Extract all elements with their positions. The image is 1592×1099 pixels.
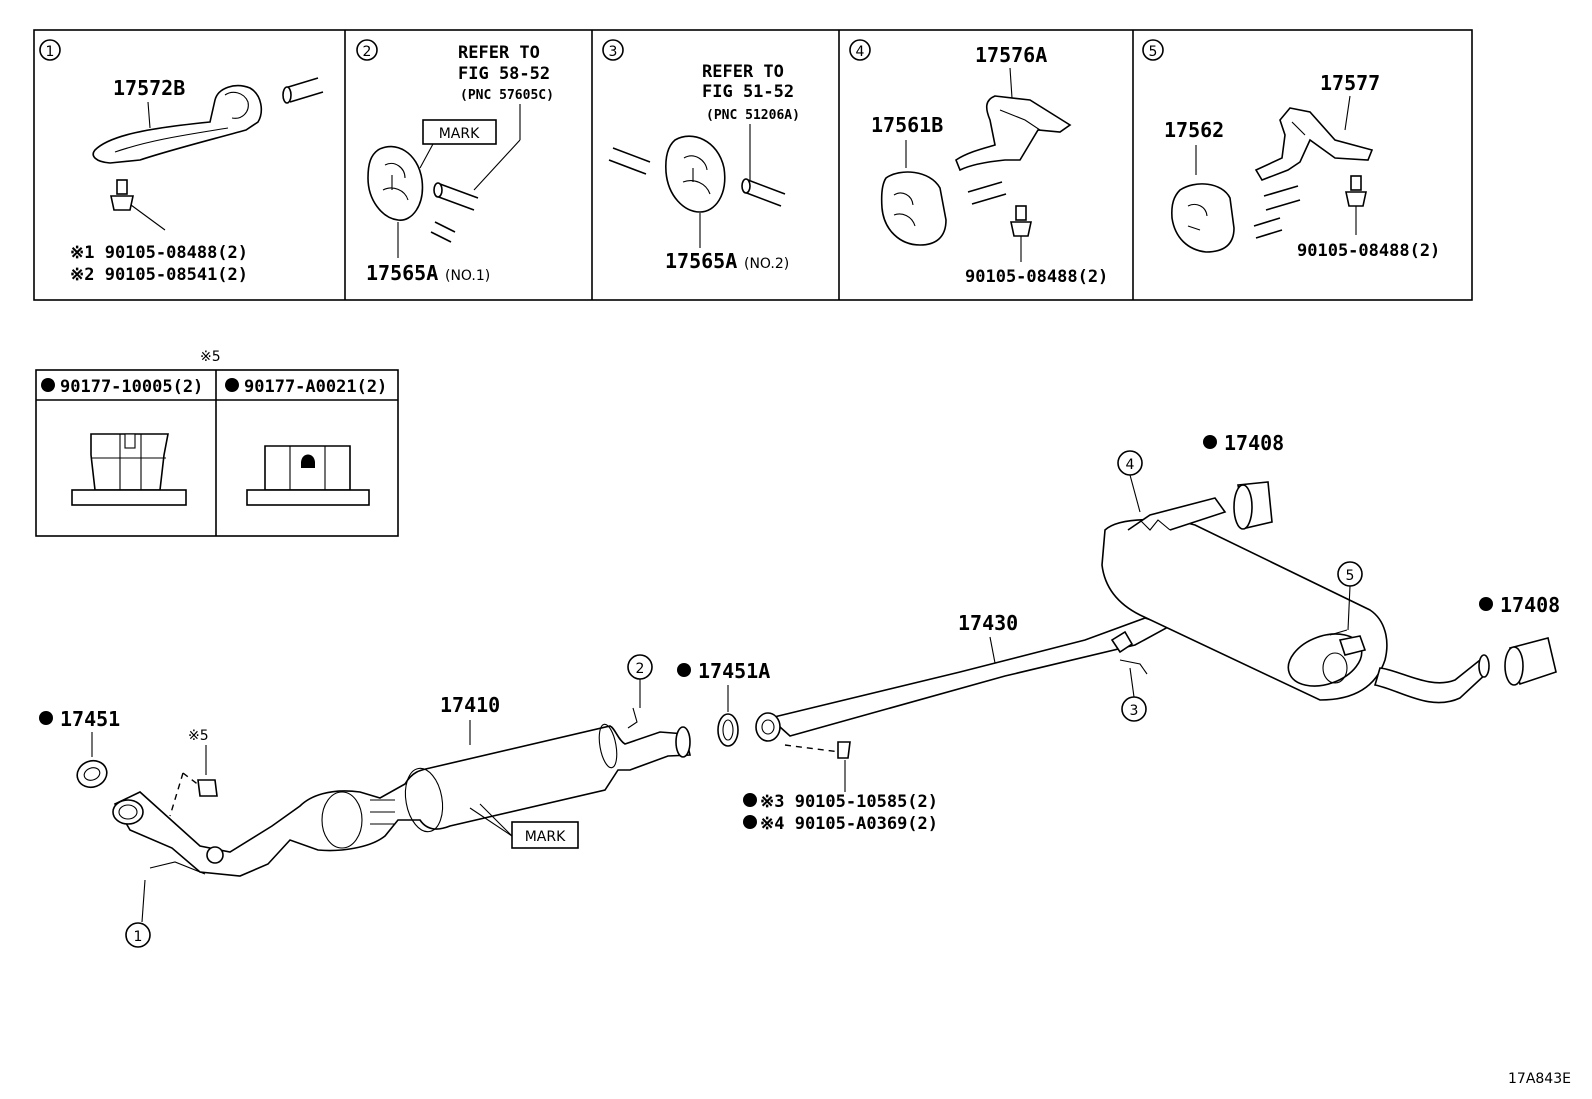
bolt-icon bbox=[110, 179, 134, 211]
part-17565a-no2-label: 17565A bbox=[665, 249, 737, 273]
svg-text:3: 3 bbox=[1130, 703, 1139, 719]
nut-note5: ※5 bbox=[169, 728, 218, 817]
part-17410-label: 17410 bbox=[440, 693, 500, 717]
main-note5: ※5 bbox=[188, 728, 209, 744]
panel-2-mark: MARK bbox=[439, 126, 480, 142]
main-bolt4: ※4 90105-A0369(2) bbox=[760, 814, 938, 834]
panel-3: 3 REFER TO FIG 51-52 (PNC 51206A) 17565A… bbox=[602, 39, 800, 273]
callout-1: 1 bbox=[125, 879, 151, 948]
gasket-17451: 17451 bbox=[39, 707, 120, 789]
panel-4-bolt: 90105-08488(2) bbox=[965, 267, 1108, 287]
panel-2-refer: REFER TO bbox=[458, 43, 540, 63]
part-17576a-label: 17576A bbox=[975, 43, 1047, 67]
bolt-icon bbox=[1345, 175, 1367, 207]
callout-2: 2 bbox=[627, 654, 653, 708]
part-17565a-no2-sub: (NO.2) bbox=[744, 256, 789, 272]
front-pipe-17410 bbox=[112, 707, 692, 877]
part-17577-label: 17577 bbox=[1320, 71, 1380, 95]
bolts-note: ※3 90105-10585(2) ※4 90105-A0369(2) bbox=[743, 760, 938, 834]
part-17408-right-label: 17408 bbox=[1500, 593, 1560, 617]
panel-5-bolt: 90105-08488(2) bbox=[1297, 241, 1440, 261]
hanger-17562 bbox=[1171, 183, 1235, 253]
bracket-17577 bbox=[1254, 107, 1374, 181]
panel-4: 4 17576A 17561B 90105-08488(2) bbox=[849, 39, 1108, 287]
part-17451a-label: 17451A bbox=[698, 659, 770, 683]
nut-table-note: ※5 bbox=[200, 349, 221, 365]
gasket-17451a: 17451A bbox=[677, 659, 770, 747]
callout-5: 5 bbox=[1337, 561, 1363, 631]
bracket-17572b bbox=[92, 84, 263, 164]
tail-pipe-17430 bbox=[755, 617, 1173, 759]
panel-3-refer: REFER TO bbox=[702, 62, 784, 82]
muffler bbox=[1101, 497, 1490, 704]
panel-5: 5 17577 17562 90105-08488(2) bbox=[1142, 39, 1440, 261]
panel-4-num: 4 bbox=[856, 44, 865, 60]
part-17562-label: 17562 bbox=[1164, 118, 1224, 142]
panel-1-bolt-2: ※2 90105-08541(2) bbox=[70, 265, 248, 285]
part-17430-label: 17430 bbox=[958, 611, 1018, 635]
hanger-17565a-no2 bbox=[665, 135, 726, 213]
panel-5-num: 5 bbox=[1149, 44, 1158, 60]
panel-1-num: 1 bbox=[46, 44, 55, 60]
main-bolt3: ※3 90105-10585(2) bbox=[760, 792, 938, 812]
nut-90177-a0021-icon bbox=[246, 445, 370, 506]
panel-1: 1 17572B ※1 90105-08488(2) ※2 90105-0854… bbox=[39, 39, 324, 285]
bracket-17576a bbox=[955, 95, 1072, 172]
svg-text:1: 1 bbox=[134, 929, 143, 945]
panel-3-num: 3 bbox=[609, 44, 618, 60]
panel-2-fig: FIG 58-52 bbox=[458, 64, 550, 84]
panel-3-fig: FIG 51-52 bbox=[702, 82, 794, 102]
nut-table: ※5 90177-10005(2) 90177-A0021(2) bbox=[35, 349, 399, 537]
figure-id: 17A843E bbox=[1508, 1071, 1571, 1087]
panel-3-pnc: (PNC 51206A) bbox=[706, 108, 800, 123]
tip-17408-top: 17408 bbox=[1203, 431, 1284, 530]
part-17572b-label: 17572B bbox=[113, 76, 185, 100]
main-mark: MARK bbox=[525, 829, 566, 845]
tip-17408-right: 17408 bbox=[1479, 593, 1560, 686]
panel-1-bolt-1: ※1 90105-08488(2) bbox=[70, 243, 248, 263]
hanger-17561b bbox=[880, 171, 947, 246]
part-17408-top-label: 17408 bbox=[1224, 431, 1284, 455]
svg-text:2: 2 bbox=[636, 661, 645, 677]
svg-text:5: 5 bbox=[1346, 568, 1355, 584]
panel-2: 2 REFER TO FIG 58-52 (PNC 57605C) MARK 1… bbox=[356, 39, 554, 285]
panel-2-pnc: (PNC 57605C) bbox=[460, 88, 554, 103]
top-panels-frame bbox=[33, 29, 1473, 301]
pipe-stub bbox=[282, 77, 324, 104]
panel-2-num: 2 bbox=[363, 44, 372, 60]
part-17565a-no1-label: 17565A bbox=[366, 261, 438, 285]
part-17451-label: 17451 bbox=[60, 707, 120, 731]
part-17561b-label: 17561B bbox=[871, 113, 943, 137]
nut-col2-label: 90177-A0021(2) bbox=[244, 377, 387, 397]
nut-col1-label: 90177-10005(2) bbox=[60, 377, 203, 397]
svg-text:4: 4 bbox=[1126, 457, 1135, 473]
callout-4: 4 bbox=[1117, 450, 1143, 513]
nut-90177-10005-icon bbox=[71, 433, 187, 506]
part-17565a-no1-sub: (NO.1) bbox=[445, 268, 490, 284]
hanger-17565a-no1 bbox=[367, 145, 424, 221]
callout-3: 3 bbox=[1121, 667, 1147, 722]
bolt-icon bbox=[1010, 205, 1032, 237]
mark-note: MARK bbox=[469, 803, 579, 849]
